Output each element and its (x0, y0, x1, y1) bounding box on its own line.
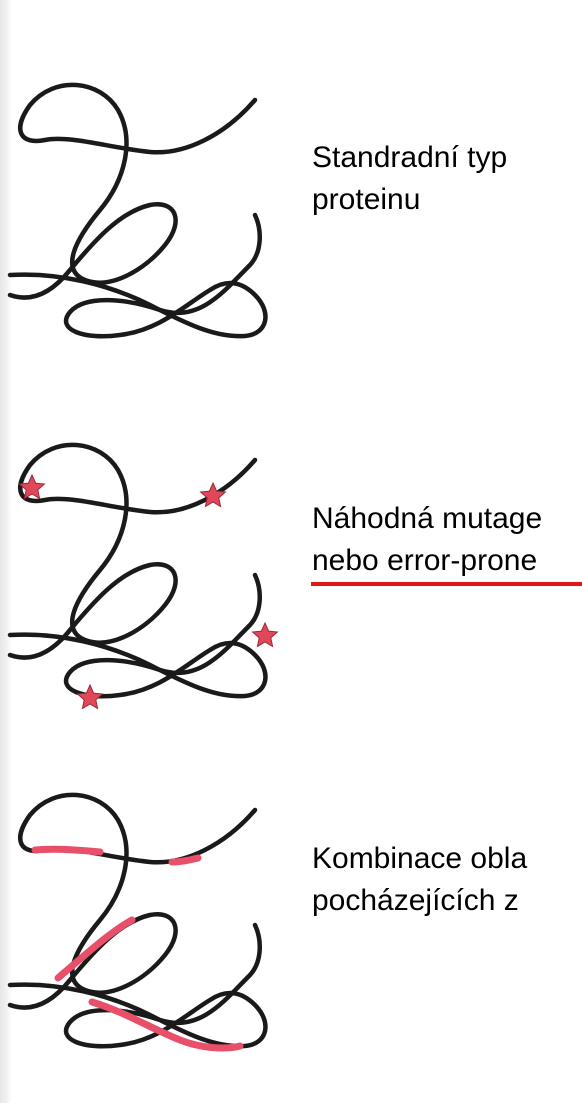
protein-strand-diagram (7, 442, 279, 710)
star-icon (76, 683, 104, 710)
caption-line-2: proteinu (312, 183, 421, 216)
recombined-segment (88, 998, 244, 1052)
star-icon (199, 481, 227, 508)
caption-line-1: Náhodná mutage (312, 502, 543, 535)
star-icon (251, 621, 279, 648)
protein-strand-diagram (7, 792, 268, 1052)
protein-panel-mutagenesis: Náhodná mutage nebo error-prone (0, 420, 542, 750)
caption-line-1: Standradní typ (312, 141, 508, 174)
panel-caption: Standradní typ proteinu (312, 137, 582, 221)
recombined-segment (31, 845, 104, 856)
star-icon (18, 473, 46, 500)
protein-panel-wild-type: Standradní typ proteinu (0, 40, 507, 370)
caption-line-2: pocházejících z (312, 884, 519, 917)
panel-caption: Kombinace obla pocházejících z (312, 838, 582, 922)
caption-line-1: Kombinace obla (312, 842, 528, 875)
caption-underline (311, 582, 582, 586)
recombined-segment (54, 916, 136, 982)
caption-line-2: nebo error-prone (312, 544, 538, 577)
panel-caption: Náhodná mutage nebo error-prone (312, 498, 582, 582)
protein-strand-diagram (7, 82, 268, 339)
protein-panel-recombination: Kombinace obla pocházejících z (0, 770, 527, 1100)
recombined-segment (168, 854, 202, 866)
